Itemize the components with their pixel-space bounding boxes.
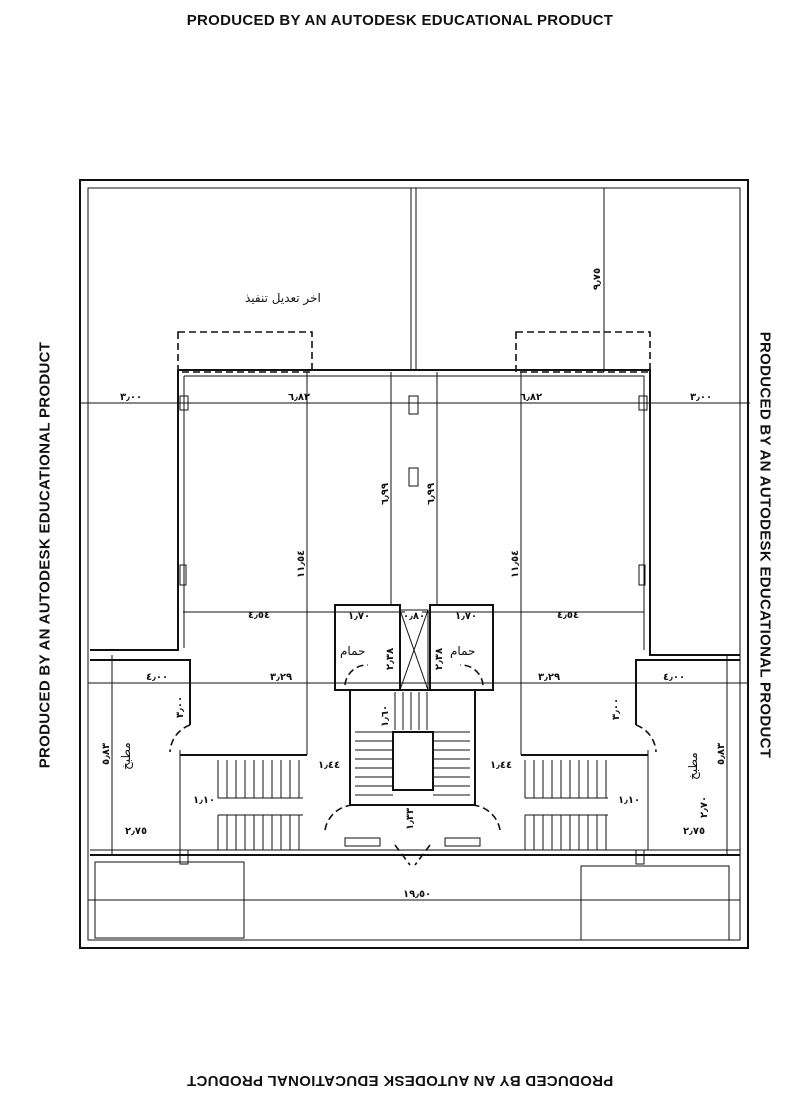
dim-label: ١٩٫٥٠ [403, 889, 431, 900]
room-label-bathroom-left: حمام [340, 644, 365, 658]
dim-label: ١١٫٥٤ [510, 550, 521, 578]
column [179, 395, 189, 411]
kitchen-wall-right [635, 659, 740, 725]
dim-label: ١٫٤٤ [490, 760, 512, 771]
site-boundary-inner [87, 187, 741, 941]
revision-note: اخر تعديل تنفيذ [245, 291, 321, 306]
rear-planter-left [94, 861, 245, 939]
dim-label: ٣٫٠٠ [611, 698, 622, 720]
dim-label: ١٫١٠ [618, 795, 640, 806]
dim-label: ٣٫٢٩ [538, 672, 560, 683]
kitchen-wall-left [90, 659, 191, 725]
dim-label: ٦٫٩٩ [426, 483, 437, 505]
window [444, 837, 481, 847]
door-swing [324, 804, 356, 831]
window [344, 837, 381, 847]
dim-label: ١١٫٥٤ [296, 550, 307, 578]
dim-label: ٤٫٥٤ [557, 610, 579, 621]
dim-label: ٥٫٨٣ [716, 743, 727, 765]
door-swing [635, 724, 657, 753]
dim-label: ١٫٧٠ [348, 611, 370, 622]
shaft-cross [399, 609, 429, 691]
dim-label: ٦٫٩٩ [380, 483, 391, 505]
stair-core [349, 689, 476, 806]
dim-label: ٦٫٨٢ [288, 392, 310, 403]
dim-label: ١٫٧٠ [455, 611, 477, 622]
dim-label: ١٫١٠ [193, 795, 215, 806]
door-swing [459, 664, 484, 686]
room-label-kitchen-right: مطبخ [686, 752, 700, 780]
room-label-kitchen-left: مطبخ [119, 742, 133, 770]
balcony-projection-left [177, 331, 313, 373]
door-swing [469, 804, 501, 831]
dim-label: ٤٫٠٠ [663, 672, 685, 683]
column [638, 395, 648, 411]
dim-label: ٩٫٧٥ [592, 268, 603, 290]
entrance-door [394, 844, 431, 866]
column [179, 564, 187, 586]
dim-label: ٢٫٣٨ [434, 648, 445, 670]
dim-label: ٢٫٧٠ [699, 796, 710, 818]
dim-label: ٢٫٧٥ [125, 826, 147, 837]
elevator [392, 731, 434, 791]
rear-planter-right [580, 865, 730, 941]
dim-label: ١٫٤٤ [318, 760, 340, 771]
building-outline [178, 369, 740, 656]
dim-label: ٠٫٨٠ [403, 611, 425, 622]
watermark-top: PRODUCED BY AN AUTODESK EDUCATIONAL PROD… [186, 12, 614, 29]
dim-label: ٢٫٣٨ [385, 648, 396, 670]
column [635, 849, 645, 865]
column [179, 849, 189, 865]
balcony-projection-right [515, 331, 651, 373]
dim-label: ٣٫٠٠ [120, 392, 142, 403]
dim-label: ٣٫٠٠ [175, 696, 186, 718]
door-swing [344, 664, 369, 686]
dim-label: ٣٫٢٩ [270, 672, 292, 683]
dim-label: ٢٫٧٥ [683, 826, 705, 837]
dim-label: ١٫٦٠ [380, 705, 391, 727]
dim-label: ٤٫٥٤ [248, 610, 270, 621]
column [408, 467, 419, 487]
building-outline [90, 370, 179, 651]
dim-label: ٦٫٨٢ [520, 392, 542, 403]
dim-label: ٥٫٨٣ [101, 743, 112, 765]
dim-label: ١٫٣٣ [405, 808, 416, 830]
door-swing [169, 724, 191, 753]
building-inner-wall [184, 375, 645, 650]
column [638, 564, 646, 586]
site-boundary-outer [79, 179, 749, 949]
dim-label: ٣٫٠٠ [690, 392, 712, 403]
column [408, 395, 419, 415]
room-label-bathroom-right: حمام [450, 644, 475, 658]
dim-label: ٤٫٠٠ [146, 672, 168, 683]
